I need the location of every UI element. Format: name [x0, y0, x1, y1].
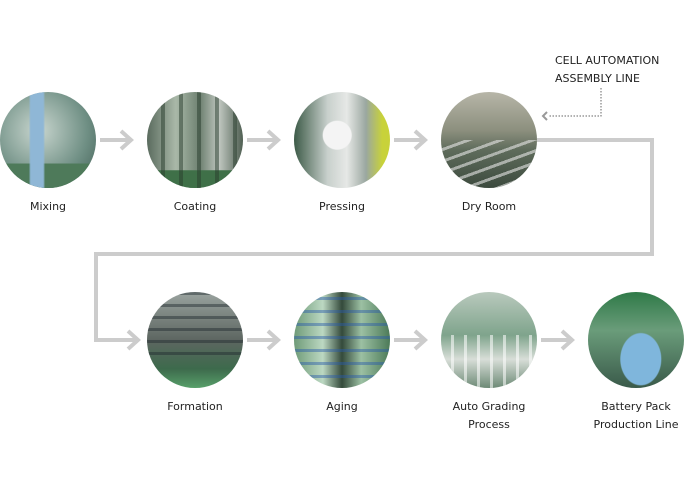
step-image-aging	[294, 292, 390, 388]
step-image-battery-pack	[588, 292, 684, 388]
step-label-dry-room: Dry Room	[461, 200, 517, 213]
step-image-mixing	[0, 92, 96, 188]
step-label-line2: Process	[468, 418, 510, 431]
arrow-chevron	[126, 329, 141, 351]
step-label-mixing: Mixing	[29, 200, 67, 213]
step-label-pressing: Pressing	[319, 200, 365, 213]
step-label-line2: Production Line	[593, 418, 679, 431]
connector-dryroom-to-formation	[94, 138, 654, 342]
arrow-chevron	[413, 129, 428, 151]
step-label-line1: Auto Grading	[452, 400, 526, 413]
step-label-formation: Formation	[167, 400, 223, 413]
callout-leader	[548, 88, 602, 117]
arrow-chevron	[266, 329, 281, 351]
callout-label: CELL AUTOMATION ASSEMBLY LINE	[555, 52, 659, 88]
callout-line1: CELL AUTOMATION	[555, 54, 660, 67]
step-label-auto-grading: Auto Grading Process	[424, 398, 554, 434]
callout-pointer-icon	[541, 111, 548, 121]
step-label-aging: Aging	[326, 400, 358, 413]
callout-line2: ASSEMBLY LINE	[555, 72, 640, 85]
step-label-battery-pack: Battery Pack Production Line	[571, 398, 685, 434]
arrow-chevron	[119, 129, 134, 151]
step-label-line1: Battery Pack	[601, 400, 671, 413]
step-image-auto-grading	[441, 292, 537, 388]
arrow-chevron	[413, 329, 428, 351]
step-image-coating	[147, 92, 243, 188]
arrow-chevron	[560, 329, 575, 351]
step-image-pressing	[294, 92, 390, 188]
step-label-coating: Coating	[173, 200, 217, 213]
arrow-chevron	[266, 129, 281, 151]
step-image-dry-room	[441, 92, 537, 188]
step-image-formation	[147, 292, 243, 388]
